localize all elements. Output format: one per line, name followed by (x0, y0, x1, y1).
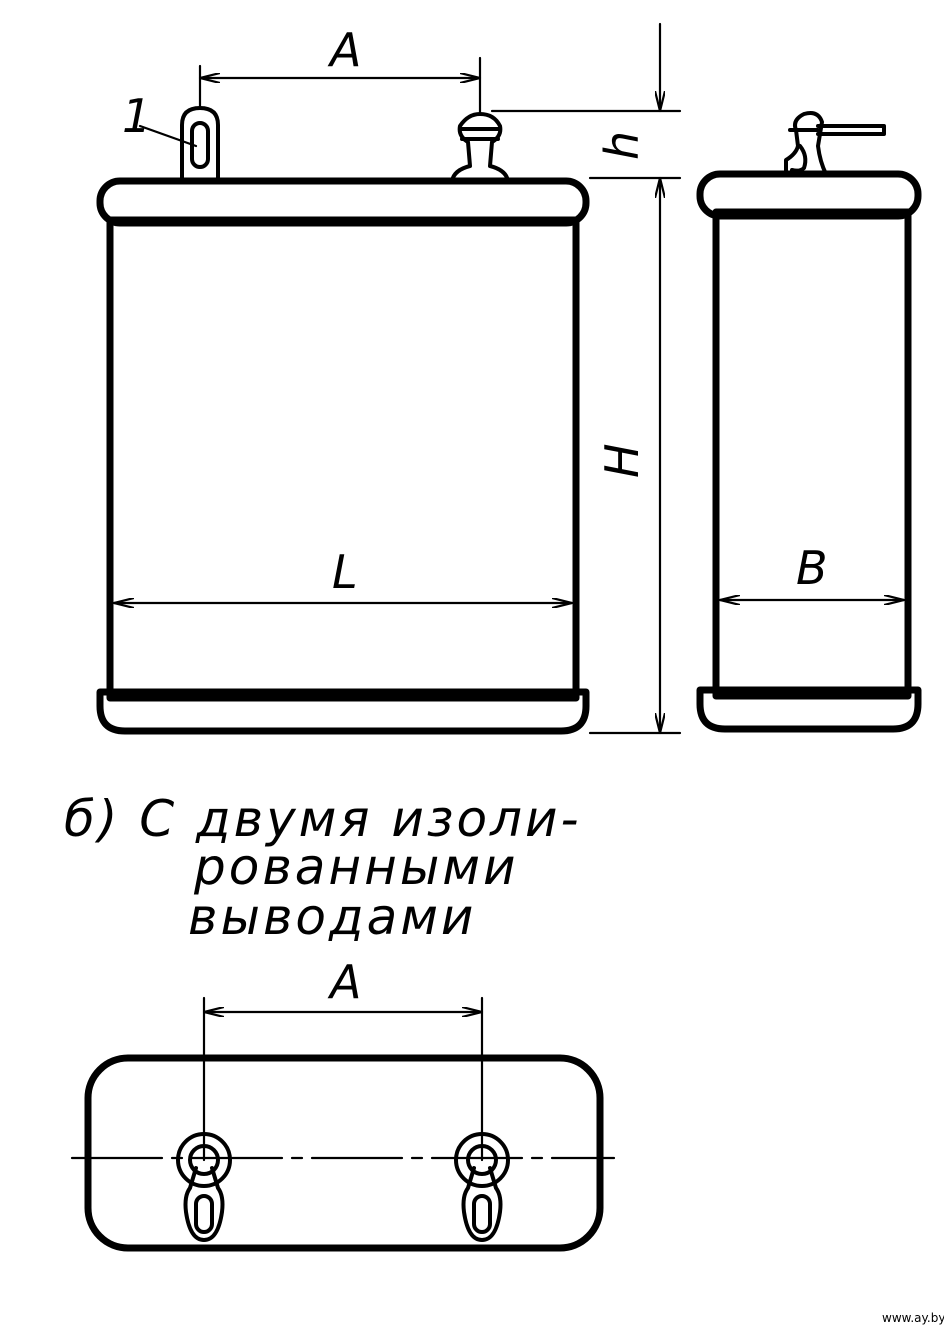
side-top-cap (696, 170, 922, 220)
label-dim-h: h (595, 131, 649, 160)
dimension-b: B (718, 541, 906, 600)
top-view (70, 1054, 616, 1252)
label-dim-a-top: A (327, 23, 361, 77)
label-dim-a-bottom: A (327, 955, 361, 1009)
top-view-terminal-right (454, 1132, 510, 1242)
label-dim-b: B (796, 541, 828, 595)
item-1-callout: 1 (122, 89, 198, 148)
front-view (96, 106, 590, 735)
watermark: www.ay.by (882, 1311, 944, 1325)
front-terminal-lug (180, 106, 220, 183)
side-body (712, 208, 912, 700)
dimension-a-bottom: A (202, 955, 484, 1162)
caption-line-3: выводами (188, 888, 476, 946)
side-view (696, 111, 922, 733)
front-top-cap (96, 177, 590, 227)
dimension-h-and-H: h H (490, 22, 682, 735)
dimension-l: L (112, 545, 574, 603)
side-terminal (784, 111, 886, 176)
caption-line-2: рованными (193, 838, 519, 896)
dimension-a-top: A (198, 23, 482, 116)
top-view-outline (84, 1054, 604, 1252)
side-bottom-cap (696, 686, 922, 733)
caption: б) С двумя изоли- рованными выводами (64, 790, 582, 946)
front-bottom-cap (96, 688, 590, 735)
label-item-1: 1 (122, 89, 151, 143)
label-dim-H: H (595, 443, 649, 478)
front-body (106, 216, 580, 702)
label-dim-l: L (332, 545, 358, 599)
caption-line-1: б) С двумя изоли- (64, 790, 582, 848)
front-terminal-knob (450, 112, 510, 183)
